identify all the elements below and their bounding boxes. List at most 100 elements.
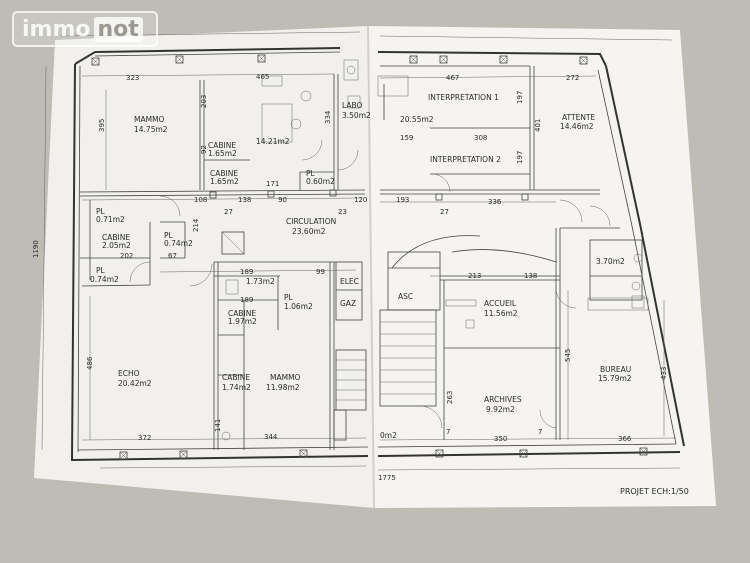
room-area-0m2: 0m2 — [380, 431, 397, 440]
dim-203: 203 — [200, 95, 208, 108]
room-cabine3-label: CABINE — [102, 233, 130, 242]
dim-350: 350 — [494, 435, 507, 443]
room-area-173: 1.73m2 — [246, 277, 275, 286]
dim-90: 90 — [278, 196, 287, 204]
room-mammo2-label: MAMMO — [270, 373, 301, 382]
room-mammo-area: 14.75m2 — [134, 125, 168, 134]
dim-23: 23 — [338, 208, 347, 216]
room-interpretation2-label: INTERPRETATION 2 — [430, 155, 501, 164]
dim-159: 159 — [400, 134, 413, 142]
dim-344: 344 — [264, 433, 278, 441]
dim-92: 92 — [200, 145, 208, 154]
dim-263: 263 — [446, 391, 454, 404]
room-labels-left: MAMMO 14.75m2 14.21m2 LABO 3.50m2 CABINE… — [90, 101, 371, 392]
dim-214: 214 — [192, 218, 200, 232]
room-labels-right: INTERPRETATION 1 20.55m2 INTERPRETATION … — [380, 93, 632, 440]
furniture — [221, 59, 649, 441]
watermark-left: immo — [22, 16, 91, 42]
dim-401: 401 — [534, 119, 542, 132]
dim-202: 202 — [120, 252, 133, 260]
watermark-logo: immo not — [12, 11, 158, 47]
room-pl3-area: 0.74m2 — [164, 239, 193, 248]
stair-left — [333, 349, 367, 441]
room-pl2-label: PL — [96, 207, 106, 216]
dim-7a: 7 — [446, 428, 450, 436]
room-mammo-label: MAMMO — [134, 115, 165, 124]
room-cabine1-label: CABINE — [208, 141, 236, 150]
dim-141: 141 — [214, 419, 222, 432]
room-interpretation1-area: 20.55m2 — [400, 115, 434, 124]
dim-366: 366 — [618, 435, 632, 443]
paper-right-sheet — [368, 26, 716, 508]
door-swings — [129, 139, 611, 429]
interior-walls-left — [79, 74, 366, 450]
room-pl1-area: 0.60m2 — [306, 177, 335, 186]
room-attente-label: ATTENTE — [562, 113, 596, 122]
dim-336: 336 — [488, 198, 502, 206]
room-accueil-area: 11.56m2 — [484, 309, 518, 318]
dim-99: 99 — [316, 268, 325, 276]
room-elec-label: ELEC — [340, 277, 359, 286]
dim-308: 308 — [474, 134, 487, 142]
room-attente-area: 14.46m2 — [560, 122, 594, 131]
outer-walls — [59, 31, 685, 462]
room-area-370: 3.70m2 — [596, 257, 625, 266]
dim-189a: 189 — [240, 268, 253, 276]
room-mammo2-area: 11.98m2 — [266, 383, 300, 392]
dim-465: 465 — [256, 73, 269, 81]
room-cabine5-area: 1.74m2 — [222, 383, 251, 392]
dim-189b: 189 — [240, 296, 253, 304]
room-circulation-label: CIRCULATION — [286, 217, 336, 226]
dim-171: 171 — [266, 180, 279, 188]
room-pl4-label: PL — [96, 266, 106, 275]
dim-467: 467 — [446, 74, 459, 82]
dim-27a: 27 — [224, 208, 233, 216]
dim-545: 545 — [564, 349, 572, 362]
room-cabine3-area: 2.05m2 — [102, 241, 131, 250]
dim-213: 213 — [468, 272, 481, 280]
room-accueil-label: ACCUEIL — [484, 299, 517, 308]
room-pl2-area: 0.71m2 — [96, 215, 125, 224]
room-gaz-label: GAZ — [340, 299, 356, 308]
room-echo-area: 20.42m2 — [118, 379, 152, 388]
dim-486: 486 — [86, 356, 94, 370]
footer-projet-scale: PROJET ECH:1/50 — [620, 487, 689, 496]
room-cabine2-area: 1.65m2 — [210, 177, 239, 186]
room-echo-label: ECHO — [118, 369, 140, 378]
room-asc-label: ASC — [398, 292, 413, 301]
room-pl1-label: PL — [306, 169, 316, 178]
dim-433: 433 — [660, 367, 668, 380]
room-cabine1-area: 1.65m2 — [208, 149, 237, 158]
room-area-1421: 14.21m2 — [256, 137, 290, 146]
room-pl5-area: 1.06m2 — [284, 302, 313, 311]
room-archives-label: ARCHIVES — [484, 395, 522, 404]
paper-left-sheet — [34, 26, 374, 508]
room-pl4-area: 0.74m2 — [90, 275, 119, 284]
watermark-right: not — [93, 16, 143, 42]
room-archives-area: 9.92m2 — [486, 405, 515, 414]
room-bureau-area: 15.79m2 — [598, 374, 632, 383]
dim-138b: 138 — [524, 272, 537, 280]
room-cabine5-label: CABINE — [222, 373, 250, 382]
dim-1775: 1775 — [378, 474, 396, 482]
dim-272: 272 — [566, 74, 579, 82]
room-cabine4-area: 1.97m2 — [228, 317, 257, 326]
room-pl5-label: PL — [284, 293, 294, 302]
room-pl3-label: PL — [164, 231, 174, 240]
dim-67: 67 — [168, 252, 177, 260]
dim-395: 395 — [98, 119, 106, 132]
dim-108: 108 — [194, 196, 207, 204]
room-labo-label: LABO — [342, 101, 362, 110]
dim-197a: 197 — [516, 91, 524, 104]
room-cabine4-label: CABINE — [228, 309, 256, 318]
dimension-labels: 323 465 467 272 395 203 334 197 401 308 … — [32, 73, 668, 482]
dim-334: 334 — [324, 110, 332, 124]
dim-138a: 138 — [238, 196, 251, 204]
room-circulation-area: 23.60m2 — [292, 227, 326, 236]
room-bureau-label: BUREAU — [600, 365, 631, 374]
dim-7b: 7 — [538, 428, 542, 436]
dim-1190: 1190 — [32, 240, 40, 258]
window-markers — [91, 54, 648, 460]
